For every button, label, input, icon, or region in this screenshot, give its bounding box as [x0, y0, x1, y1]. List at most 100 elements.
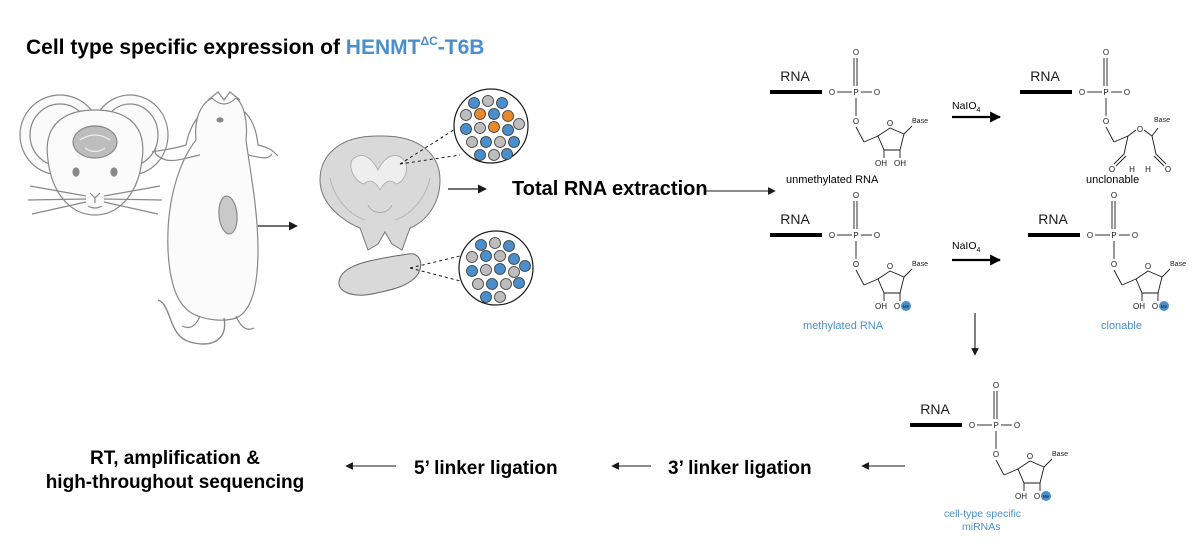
ribose-ring — [1017, 460, 1045, 484]
methyl-group-marker — [1041, 491, 1051, 501]
base-label: Base — [912, 261, 928, 268]
naio4-label-top: NaIO4 — [952, 100, 981, 114]
bond — [1161, 268, 1171, 278]
oxygen-atom: O — [1165, 165, 1171, 174]
ring-oxygen-atom: O — [1027, 452, 1033, 461]
cell-type-mirnas-caption-1: cell-type specific — [944, 508, 1021, 520]
bond — [1113, 135, 1129, 143]
rna-strand — [770, 90, 822, 94]
oxygen-atom: O — [874, 231, 880, 240]
bond — [903, 268, 913, 278]
bond — [1105, 126, 1115, 143]
oxygen-atom: O — [993, 381, 999, 390]
base-label: Base — [1052, 451, 1068, 458]
bond — [863, 278, 879, 286]
linker-5-ligation-label: 5’ linker ligation — [414, 458, 558, 479]
hydrogen-atom: H — [1145, 165, 1151, 174]
bond — [1127, 129, 1137, 137]
methyl-label: Me — [1043, 494, 1050, 499]
oxygen-atom: O — [1034, 492, 1040, 501]
hydroxyl-group: OH — [875, 159, 887, 168]
bond — [855, 269, 865, 286]
title-highlight: HENMT — [346, 36, 421, 59]
phosphorus-atom: P — [1103, 88, 1108, 97]
phosphorus-atom: P — [853, 231, 858, 240]
oxygen-atom: O — [1014, 421, 1020, 430]
title-highlight-suffix: -T6B — [438, 36, 485, 59]
base-label: Base — [1170, 261, 1186, 268]
brain-section-icon — [319, 135, 441, 251]
base-label: Base — [912, 118, 928, 125]
oxygen-atom: O — [894, 302, 900, 311]
oxygen-atom: O — [1103, 117, 1109, 126]
bond — [903, 125, 913, 135]
rt-sequencing-label-2: high-throughout sequencing — [46, 472, 305, 493]
hydroxyl-group: OH — [875, 302, 887, 311]
oxygen-atom: O — [969, 421, 975, 430]
bond — [1143, 129, 1153, 137]
linker-3-ligation-label: 3’ linker ligation — [668, 458, 812, 479]
oxygen-atom: O — [1079, 88, 1085, 97]
oxygen-atom: O — [874, 88, 880, 97]
oxygen-atom: O — [853, 260, 859, 269]
hydroxyl-group: OH — [1133, 302, 1145, 311]
bond — [1153, 155, 1165, 167]
rna-label: RNA — [780, 68, 810, 84]
methyl-group-marker — [1159, 301, 1169, 311]
cell-zoom-circle-brain — [453, 88, 529, 164]
cell-zoom-circle-tissue — [458, 230, 534, 306]
rna-strand — [1028, 233, 1080, 237]
title-highlight-superscript: ΔC — [420, 34, 438, 48]
oxygen-atom: O — [853, 48, 859, 57]
total-rna-extraction-label: Total RNA extraction — [512, 178, 708, 200]
bond — [1113, 153, 1125, 165]
bond — [1043, 458, 1053, 468]
oxygen-atom: O — [853, 117, 859, 126]
zoom-line — [409, 267, 465, 283]
bond — [1121, 278, 1137, 286]
hydrogen-atom: H — [1129, 165, 1135, 174]
rt-sequencing-label-1: RT, amplification & — [90, 448, 260, 469]
bond — [995, 459, 1005, 476]
ribose-ring — [1135, 270, 1163, 294]
phosphorus-atom: P — [1111, 231, 1116, 240]
rna-strand — [770, 233, 822, 237]
oxygen-atom: O — [1087, 231, 1093, 240]
bond — [1151, 135, 1157, 155]
oxygen-atom: O — [829, 88, 835, 97]
ring-oxygen-atom: O — [1145, 262, 1151, 271]
ribose-ring — [877, 127, 905, 151]
hydroxyl-group: OH — [1015, 492, 1027, 501]
rna-label: RNA — [1038, 211, 1068, 227]
oxygen-atom: O — [1137, 125, 1143, 134]
methyl-label: Me — [903, 304, 910, 309]
cell-type-mirnas-caption-2: miRNAs — [962, 521, 1001, 533]
rna-strand — [1020, 90, 1072, 94]
mouse-body-icon — [151, 91, 279, 345]
oxygen-atom: O — [1111, 260, 1117, 269]
ring-oxygen-atom: O — [887, 262, 893, 271]
bond — [855, 126, 865, 143]
bond — [1151, 127, 1159, 137]
bond — [863, 135, 879, 143]
bond — [1155, 153, 1167, 165]
phosphorus-atom: P — [853, 88, 858, 97]
phosphorus-atom: P — [993, 421, 998, 430]
methyl-group-marker — [901, 301, 911, 311]
oxygen-atom: O — [1103, 48, 1109, 57]
clonable-caption: clonable — [1101, 320, 1142, 332]
ring-oxygen-atom: O — [887, 119, 893, 128]
oxygen-atom: O — [1109, 165, 1115, 174]
rna-strand — [910, 423, 962, 427]
unmethylated-rna-caption: unmethylated RNA — [786, 174, 879, 186]
title-prefix: Cell type specific expression of — [26, 36, 346, 59]
methyl-label: Me — [1161, 304, 1168, 309]
oxygen-atom: O — [993, 450, 999, 459]
zoom-line — [399, 154, 461, 165]
ribose-ring — [877, 270, 905, 294]
oxygen-atom: O — [829, 231, 835, 240]
figure-title: Cell type specific expression of HENMTΔC… — [26, 34, 484, 59]
hydroxyl-group: OH — [894, 159, 906, 168]
